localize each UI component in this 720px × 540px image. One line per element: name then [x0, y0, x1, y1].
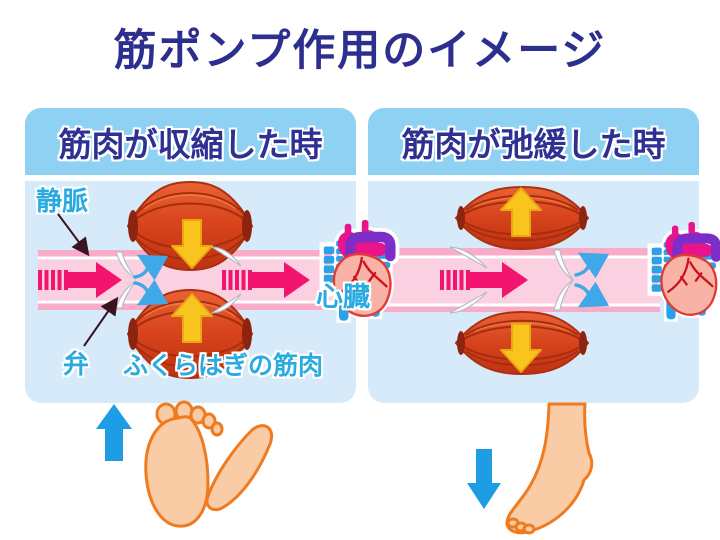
panel-header-relaxed: 筋肉が弛緩した時	[368, 108, 699, 175]
heel-lower-arrow-down	[467, 449, 501, 509]
foot-tiptoe-illustration	[96, 400, 273, 528]
venous-valve-flat-left	[209, 246, 242, 314]
vein-pointer-arrow	[57, 213, 90, 257]
flow-swirl-icon	[133, 254, 169, 306]
heart-label: 心臓	[316, 282, 370, 313]
venous-valve-open-icon-right	[449, 246, 488, 314]
backflow-swirl-icon	[574, 252, 610, 308]
venous-valve-closed-icon	[553, 249, 610, 311]
foot-lowered-icon	[505, 402, 594, 535]
page-title: 筋ポンプ作用のイメージ	[113, 26, 607, 76]
vein-label: 静脈	[36, 187, 89, 217]
foot-tiptoe-icon	[144, 400, 273, 528]
valve-label: 弁	[63, 350, 90, 380]
venous-valve-open-icon-left	[115, 251, 169, 309]
calf-muscle-label: ふくらはぎの筋肉	[123, 351, 324, 380]
foot-lowered-illustration	[467, 402, 594, 535]
heel-raise-arrow-up	[96, 404, 132, 461]
valve-pointer-arrow	[83, 296, 119, 347]
label-pointer-arrows	[57, 213, 119, 347]
panel-header-contracted: 筋肉が収縮した時	[25, 108, 356, 175]
